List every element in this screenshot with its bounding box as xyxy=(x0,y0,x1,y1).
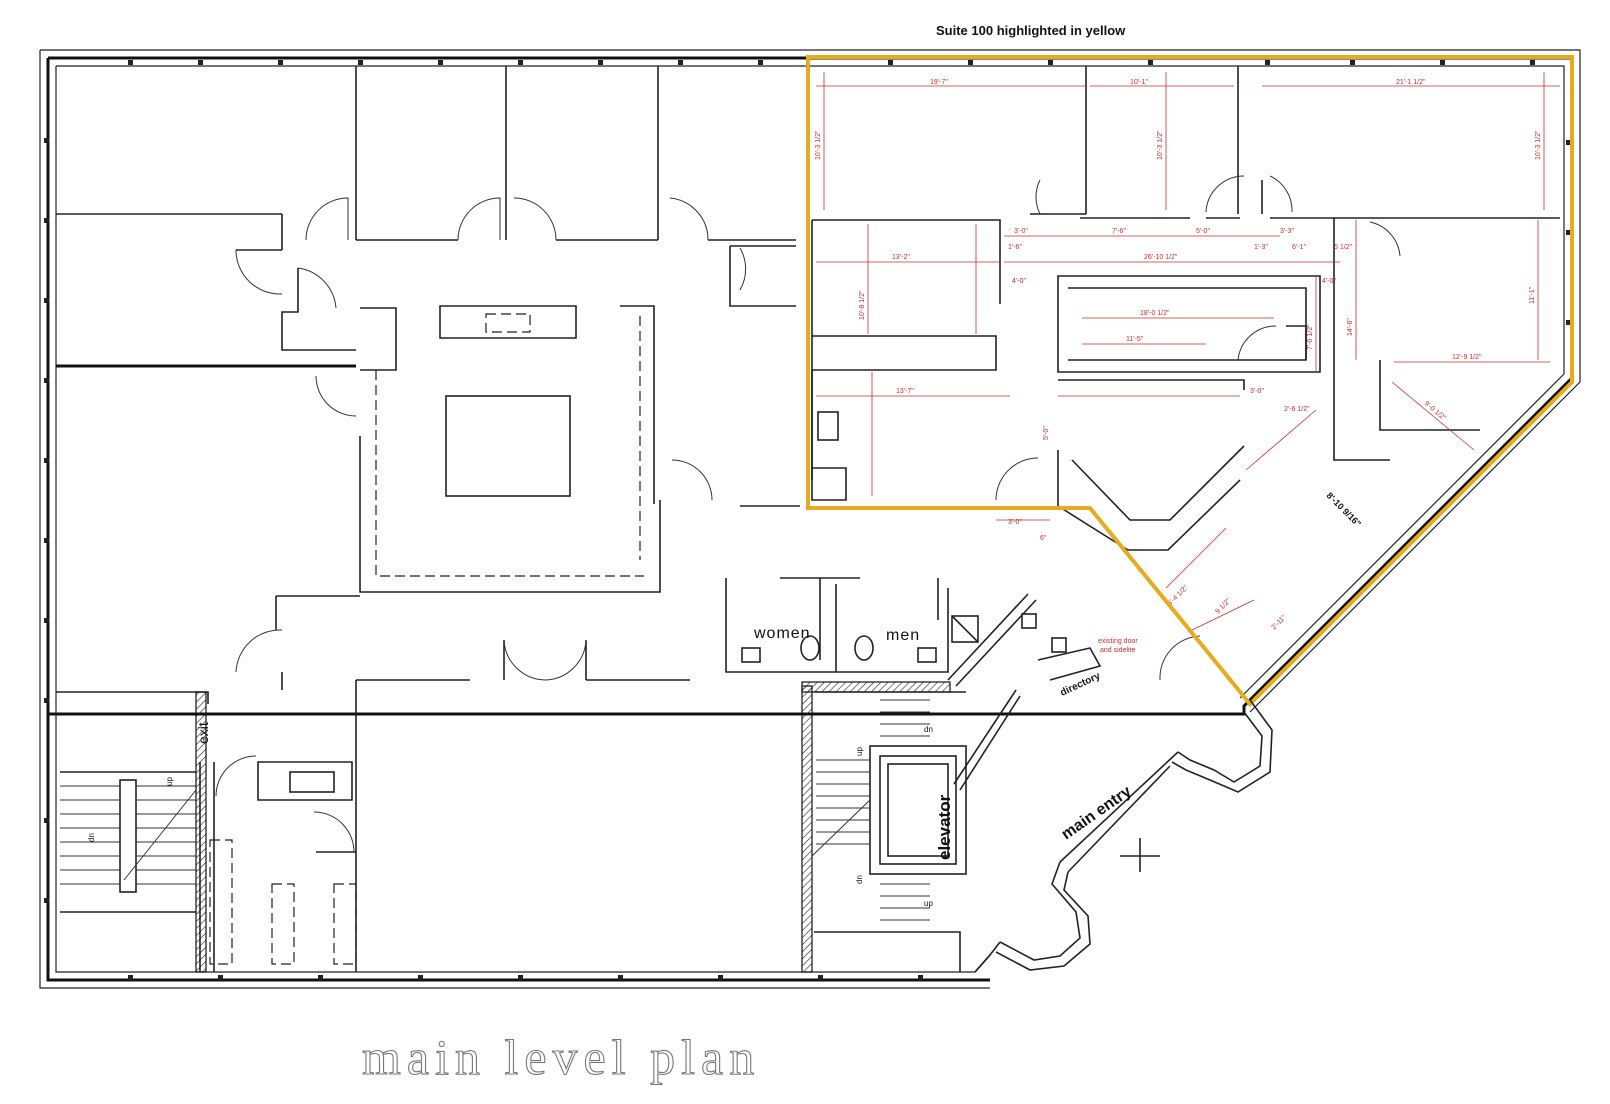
dim-label: 21'-1 1/2" xyxy=(1396,79,1426,86)
dim-label: 1'-6" xyxy=(1008,244,1022,251)
dim-label: 2'-11" xyxy=(1270,614,1288,632)
dim-label: 5 1/2" xyxy=(1334,244,1353,251)
stair-label-up: up xyxy=(855,747,864,756)
dim-label: 9'-0 1/2" xyxy=(1423,400,1448,422)
dim-label: 13'-7" xyxy=(896,388,914,395)
room-label-elevator: elevator xyxy=(935,794,954,860)
dim-label: 5'-0" xyxy=(1043,426,1050,440)
dim-label: 11'-1" xyxy=(1529,286,1536,304)
room-label-women: women xyxy=(753,625,811,642)
dim-label: 7'-6" xyxy=(1112,228,1126,235)
dim-label: 3'-0" xyxy=(1014,228,1028,235)
dim-label: 12'-9 1/2" xyxy=(1452,354,1482,361)
dim-label: 3'-3" xyxy=(1280,228,1294,235)
stair-label-dn: dn xyxy=(855,875,864,884)
west-stair xyxy=(60,691,207,973)
dim-label: 1'-3" xyxy=(1254,244,1268,251)
stair-label-dn: dn xyxy=(924,725,933,734)
room-label-directory: directory xyxy=(1059,670,1103,698)
room-label-exit: exit xyxy=(195,722,211,744)
dim-label: 4'-0" xyxy=(1322,278,1336,285)
dim-label: 10'-3 1/2" xyxy=(815,130,822,160)
dim-label: 11'-5" xyxy=(1126,336,1144,343)
dim-label: 5'-0" xyxy=(1196,228,1210,235)
dim-label: 7'-0 1/2" xyxy=(1307,324,1314,350)
window-markers xyxy=(44,60,1571,980)
dim-label: 4'-0" xyxy=(1012,278,1026,285)
dim-label: 10'-1" xyxy=(1130,79,1148,86)
dimension-labels: 19'-7" 10'-1" 21'-1 1/2" 10'-3 1/2" 10'-… xyxy=(815,79,1542,631)
dim-label: 14'-6" xyxy=(1347,318,1354,336)
dim-label: 10'-8 1/2" xyxy=(859,290,866,320)
dim-label: 13'-2" xyxy=(892,254,910,261)
suite-100-outline xyxy=(806,55,1574,707)
stair-label-dn: dn xyxy=(87,833,96,842)
dim-label: 6'-1" xyxy=(1292,244,1306,251)
suite-doors xyxy=(995,175,1401,681)
dim-label: 18'-0 1/2" xyxy=(1140,310,1170,317)
restrooms xyxy=(725,577,979,673)
dim-label: 26'-10 1/2" xyxy=(1144,254,1178,261)
west-wing-walls xyxy=(56,66,800,972)
dim-label: 10'-3 1/2" xyxy=(1157,130,1164,160)
plan-title: main level plan xyxy=(362,1029,760,1085)
entry-bay xyxy=(947,593,1273,973)
dim-label: 19'-7" xyxy=(930,79,948,86)
stair-label-up: up xyxy=(924,899,933,908)
sidelite-note: and sidelite xyxy=(1100,647,1136,654)
stair-label-up: up xyxy=(165,777,174,786)
suite-highlight-note: Suite 100 highlighted in yellow xyxy=(936,23,1126,38)
west-doors xyxy=(215,197,747,853)
room-label-main-entry: main entry xyxy=(1059,783,1135,843)
elevator-core xyxy=(801,681,967,973)
dim-label: 6" xyxy=(1040,535,1047,542)
dim-label: 3'-0" xyxy=(1250,388,1264,395)
dim-label: 3'-0" xyxy=(1008,519,1022,526)
existing-door-note: existing door xyxy=(1098,638,1138,645)
dim-label: 8'-10 9/16" xyxy=(1325,490,1363,528)
dim-label: 10'-3 1/2" xyxy=(1535,130,1542,160)
dim-label: 2'-6 1/2" xyxy=(1284,406,1310,413)
dim-label: 9 1/2" xyxy=(1214,597,1232,615)
dimension-lines xyxy=(816,72,1560,633)
room-label-men: men xyxy=(886,627,920,644)
suite-100-walls xyxy=(811,66,1560,551)
